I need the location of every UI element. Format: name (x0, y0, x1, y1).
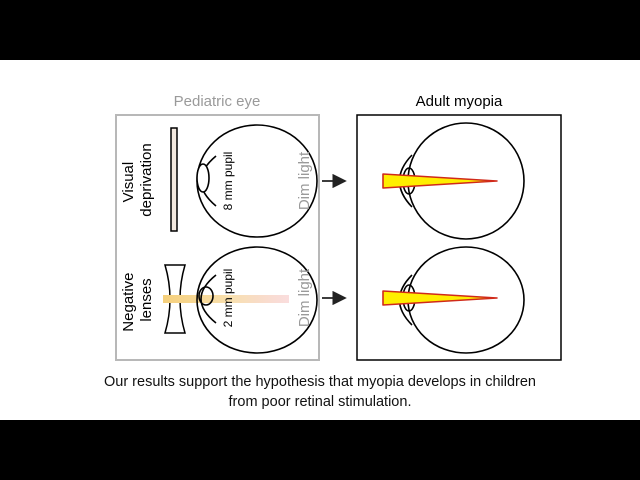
lens-pediatric-1 (196, 163, 210, 193)
row2-light-label: Dim light (296, 268, 313, 327)
right-panel-frame (356, 114, 562, 361)
lens-pediatric-2 (198, 286, 214, 306)
slide: Pediatric eye Adult myopia Visual depriv… (0, 60, 640, 420)
left-panel-frame (115, 114, 320, 361)
caption: Our results support the hypothesis that … (0, 372, 640, 412)
pale-light-beam (163, 295, 289, 303)
light-beam-adult-2 (382, 290, 498, 306)
right-panel-title: Adult myopia (416, 93, 503, 110)
left-panel-title: Pediatric eye (174, 93, 261, 110)
row1-light-label: Dim light (296, 151, 313, 210)
letterbox-bottom (0, 420, 640, 480)
occluder (170, 127, 178, 232)
row2-pupil-label: 2 mm pupil (221, 269, 235, 328)
caption-line-1: Our results support the hypothesis that … (103, 374, 536, 390)
row1-pupil-label: 8 mm pupil (221, 152, 235, 211)
row2-condition-label: Negative lenses (120, 268, 155, 331)
row2-condition-line1: Negative (120, 272, 137, 331)
caption-line-2: from poor retinal stimulation. (228, 394, 412, 410)
row2-condition-line2: lenses (138, 278, 155, 321)
eyeball-pediatric-2 (196, 246, 318, 354)
light-beam-adult-1 (382, 173, 498, 189)
letterbox-top (0, 0, 640, 60)
cornea-pediatric-2 (200, 274, 217, 324)
myopia-diagram: Pediatric eye Adult myopia Visual depriv… (115, 93, 562, 361)
row1-condition-label: Visual deprivation (120, 143, 155, 216)
row1-condition-line2: deprivation (138, 143, 155, 216)
row1-condition-line1: Visual (120, 162, 137, 203)
